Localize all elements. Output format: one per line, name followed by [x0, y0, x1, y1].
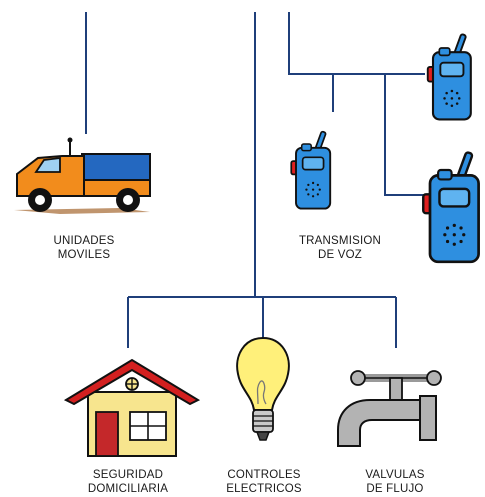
faucet-icon: [337, 370, 442, 447]
truck-icon: [14, 137, 151, 214]
connector-lines: [85, 12, 425, 348]
walkie-talkie-icon: [426, 32, 472, 121]
house-icon: [63, 358, 201, 457]
walkie-talkie-icon: [421, 150, 480, 264]
light-bulb-icon: [236, 336, 290, 441]
walkie-talkie-icon: [290, 130, 332, 210]
